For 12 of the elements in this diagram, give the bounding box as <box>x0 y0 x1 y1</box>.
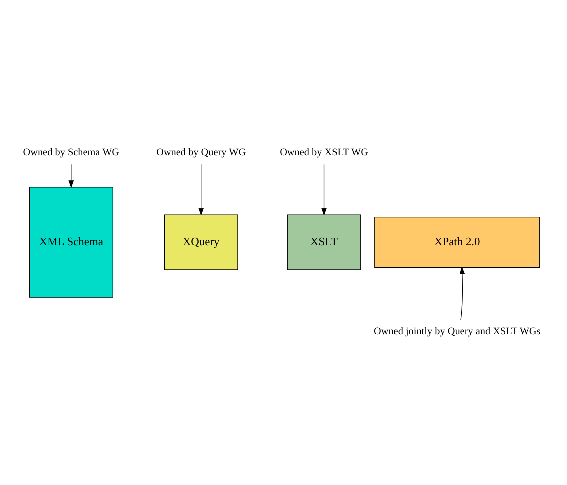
arrow <box>68 164 74 188</box>
node-text: Owned by Query WG <box>156 147 246 158</box>
arrow <box>460 266 466 321</box>
arrow <box>198 164 204 216</box>
node-box: XML Schema <box>29 187 114 298</box>
node-text: Owned jointly by Query and XSLT WGs <box>374 326 541 338</box>
node-text: Owned by Schema WG <box>23 147 120 158</box>
node-box: XSLT <box>287 214 362 270</box>
node-box: XPath 2.0 <box>374 217 540 268</box>
arrow <box>322 164 327 216</box>
node-text: Owned by XSLT WG <box>280 147 368 158</box>
node-box: XQuery <box>164 214 238 270</box>
